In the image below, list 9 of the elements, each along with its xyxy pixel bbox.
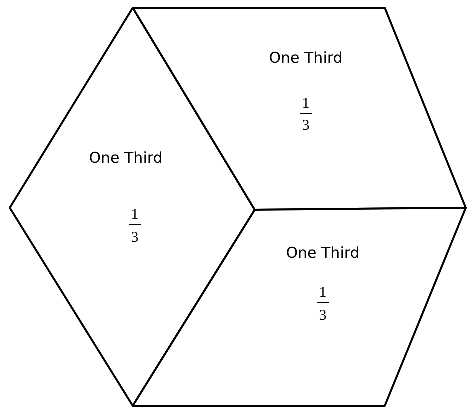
region-label: One Third [89, 150, 163, 166]
fraction-denominator: 3 [318, 308, 328, 324]
fraction-denominator: 3 [301, 118, 311, 134]
fraction-numerator: 1 [129, 207, 141, 224]
fraction-denominator: 3 [130, 230, 140, 246]
fraction-numerator: 1 [300, 96, 312, 114]
fraction-numerator: 1 [317, 285, 329, 302]
region-label: One Third [269, 50, 343, 66]
region-label: One Third [286, 245, 360, 262]
